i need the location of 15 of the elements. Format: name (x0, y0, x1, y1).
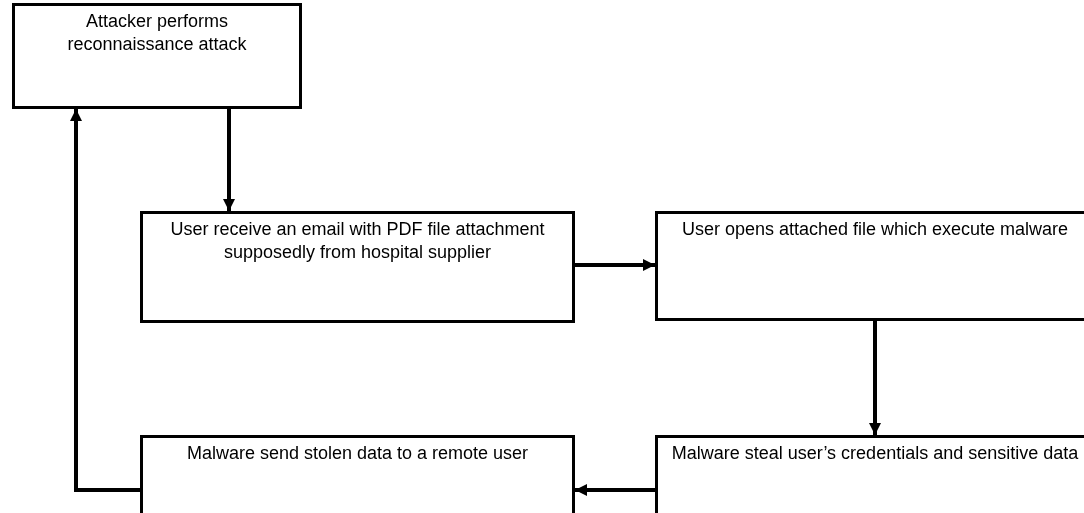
arrow (869, 321, 881, 435)
arrow (223, 109, 235, 211)
box-text: User opens attached file which execute malware (680, 218, 1070, 241)
process-box (140, 435, 575, 513)
process-box (655, 211, 1084, 321)
box-text: User receive an email with PDF file attachment supposedly from hospital supplier (169, 218, 546, 264)
process-box (655, 435, 1084, 513)
box-text: Malware steal user’s credentials and sensitive data (670, 442, 1080, 465)
arrow (575, 259, 655, 271)
process-box (12, 3, 302, 109)
arrow (575, 484, 655, 496)
process-box (140, 211, 575, 323)
box-text: Malware send stolen data to a remote user (185, 442, 530, 465)
arrow (70, 109, 140, 492)
box-text: Attacker performs reconnaissance attack (66, 10, 248, 56)
